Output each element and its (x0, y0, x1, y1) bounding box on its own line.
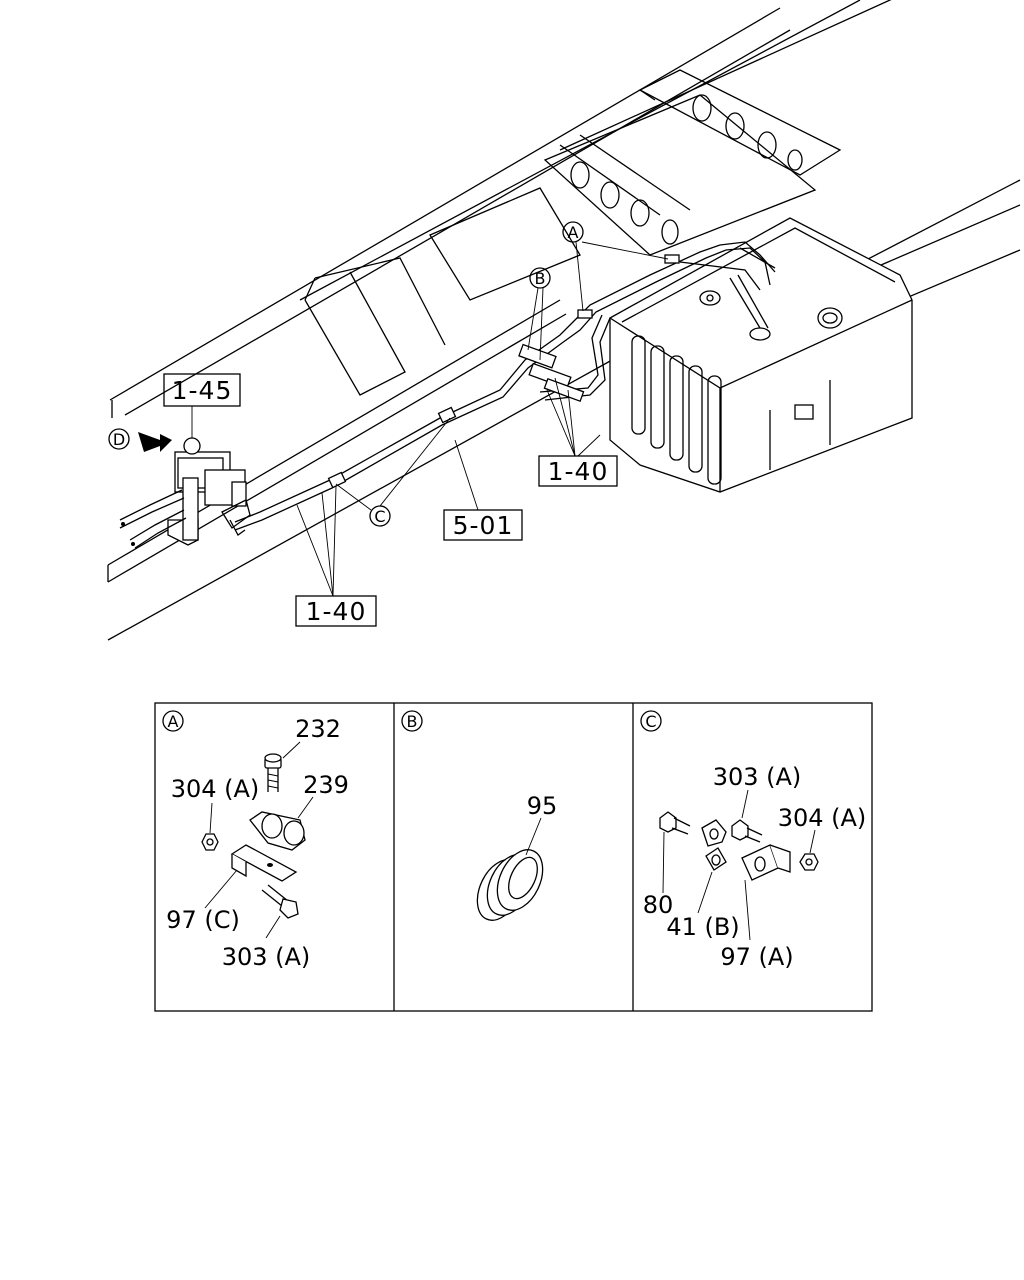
label-41b: 41 (B) (666, 913, 739, 941)
marker-c: C (335, 417, 451, 527)
panel-c-marker: C (645, 712, 656, 731)
label-232: 232 (295, 715, 341, 743)
ref-label-frame: 5-01 (453, 511, 514, 540)
label-303a-a: 303 (A) (222, 943, 311, 971)
bracket-97a (741, 844, 791, 881)
nut-304a-c (799, 853, 819, 871)
panel-a-marker: A (168, 712, 179, 731)
bolt-303a-c (731, 819, 763, 843)
panel-b-marker: B (407, 712, 418, 731)
detail-panel-b: B 95 (401, 710, 558, 921)
detail-panel-a: A (162, 710, 349, 971)
view-marker-d: D (113, 430, 125, 449)
marker-a: A (562, 221, 669, 312)
label-303a-c: 303 (A) (713, 763, 802, 791)
marker-b-label: B (535, 269, 546, 288)
valve-unit (119, 437, 251, 549)
label-304a-c: 304 (A) (778, 804, 867, 832)
bolt-232 (264, 753, 282, 792)
label-304a-a: 304 (A) (171, 775, 260, 803)
ref-label-valve: 1-45 (172, 376, 233, 405)
ref-box-pipe-rear: 1-40 (295, 485, 377, 627)
marker-a-label: A (568, 223, 579, 242)
marker-c-label: C (374, 507, 385, 526)
bracket-97c (230, 844, 298, 882)
label-80: 80 (643, 891, 674, 919)
ref-box-valve: 1-45 (163, 373, 241, 438)
label-97a: 97 (A) (720, 943, 793, 971)
label-97c: 97 (C) (166, 906, 240, 934)
ref-box-frame: 5-01 (443, 439, 523, 541)
nut-304a-a (201, 833, 219, 851)
fuel-tank (609, 217, 913, 493)
grommet-95 (476, 849, 544, 921)
detail-panel-c: C (640, 710, 867, 971)
pipe-run (229, 241, 776, 536)
bolt-80 (659, 811, 691, 835)
view-arrow-d: D (108, 428, 172, 452)
marker-b: B (527, 267, 551, 361)
label-95: 95 (527, 792, 558, 820)
ref-box-pipe-front: 1-40 (538, 377, 618, 487)
label-239: 239 (303, 771, 349, 799)
ref-label-pipe-front: 1-40 (548, 457, 609, 486)
bolt-303a-a (261, 884, 299, 919)
main-view: D 1-45 1-40 5-01 1-40 (107, 0, 1021, 641)
ref-label-pipe-rear: 1-40 (306, 597, 367, 626)
clip-41b (701, 819, 727, 871)
clip-239 (249, 811, 306, 851)
detail-panels: A (154, 702, 873, 1012)
